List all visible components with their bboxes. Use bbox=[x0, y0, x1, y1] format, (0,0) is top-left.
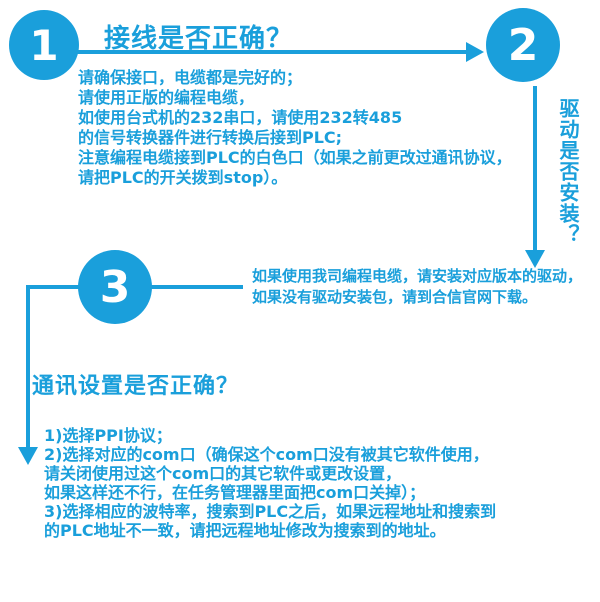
connector-line-1-to-2 bbox=[76, 50, 468, 54]
step1-body-line: 请确保接口，电缆都是完好的； bbox=[78, 68, 303, 87]
step3-circle: 3 bbox=[78, 250, 152, 324]
step1-body-line: 如使用台式机的232串口，请使用232转485 bbox=[78, 108, 403, 127]
step1-body-line: 的信号转换器件进行转换后接到PLC; bbox=[78, 128, 343, 147]
step1-body: 请确保接口，电缆都是完好的； 请使用正版的编程电缆， 如使用台式机的232串口，… bbox=[78, 68, 512, 188]
step3-body-line: 1)选择PPI协议； bbox=[44, 426, 172, 445]
step3-body-line: 如果这样还不行，在任务管理器里面把com口关掉）； bbox=[44, 483, 426, 502]
step3-body: 1)选择PPI协议； 2)选择对应的com口（确保这个com口没有被其它软件使用… bbox=[44, 426, 496, 540]
step2-body-line: 如果没有驱动安装包，请到合信官网下载。 bbox=[252, 288, 538, 306]
connector-line-3-down bbox=[26, 285, 30, 449]
arrow-down-icon bbox=[525, 250, 545, 268]
step1-body-line: 请使用正版的编程电缆， bbox=[78, 88, 255, 107]
arrow-down-icon bbox=[18, 447, 38, 465]
step1-circle: 1 bbox=[9, 10, 79, 80]
step2-body-line: 如果使用我司编程电缆，请安装对应版本的驱动， bbox=[252, 267, 583, 285]
arrow-right-icon bbox=[466, 42, 484, 62]
step2-circle: 2 bbox=[486, 8, 560, 82]
step2-body: 如果使用我司编程电缆，请安装对应版本的驱动， 如果没有驱动安装包，请到合信官网下… bbox=[252, 266, 582, 308]
step3-body-line: 的PLC地址不一致，请把远程地址修改为搜索到的地址。 bbox=[44, 521, 446, 540]
connector-line-3-right bbox=[151, 285, 243, 289]
step3-number: 3 bbox=[99, 261, 131, 313]
step3-body-line: 2)选择对应的com口（确保这个com口没有被其它软件使用， bbox=[44, 445, 489, 464]
step3-body-line: 请关闭使用过这个com口的其它软件或更改设置， bbox=[44, 464, 402, 483]
step1-title: 接线是否正确？ bbox=[104, 24, 294, 54]
step1-number: 1 bbox=[29, 20, 59, 70]
step3-body-line: 3)选择相应的波特率，搜索到PLC之后，如果远程地址和搜索到 bbox=[44, 502, 497, 521]
step3-title: 通讯设置是否正确？ bbox=[32, 374, 240, 399]
step2-title-vertical: 驱动是否安装？ bbox=[556, 98, 580, 245]
step1-body-line: 请把PLC的开关拨到stop）。 bbox=[78, 168, 288, 187]
step2-number: 2 bbox=[507, 19, 539, 71]
step1-body-line: 注意编程电缆接到PLC的白色口（如果之前更改过通讯协议， bbox=[78, 148, 512, 167]
connector-line-2-down bbox=[533, 86, 537, 252]
connector-line-3-left bbox=[26, 285, 80, 289]
